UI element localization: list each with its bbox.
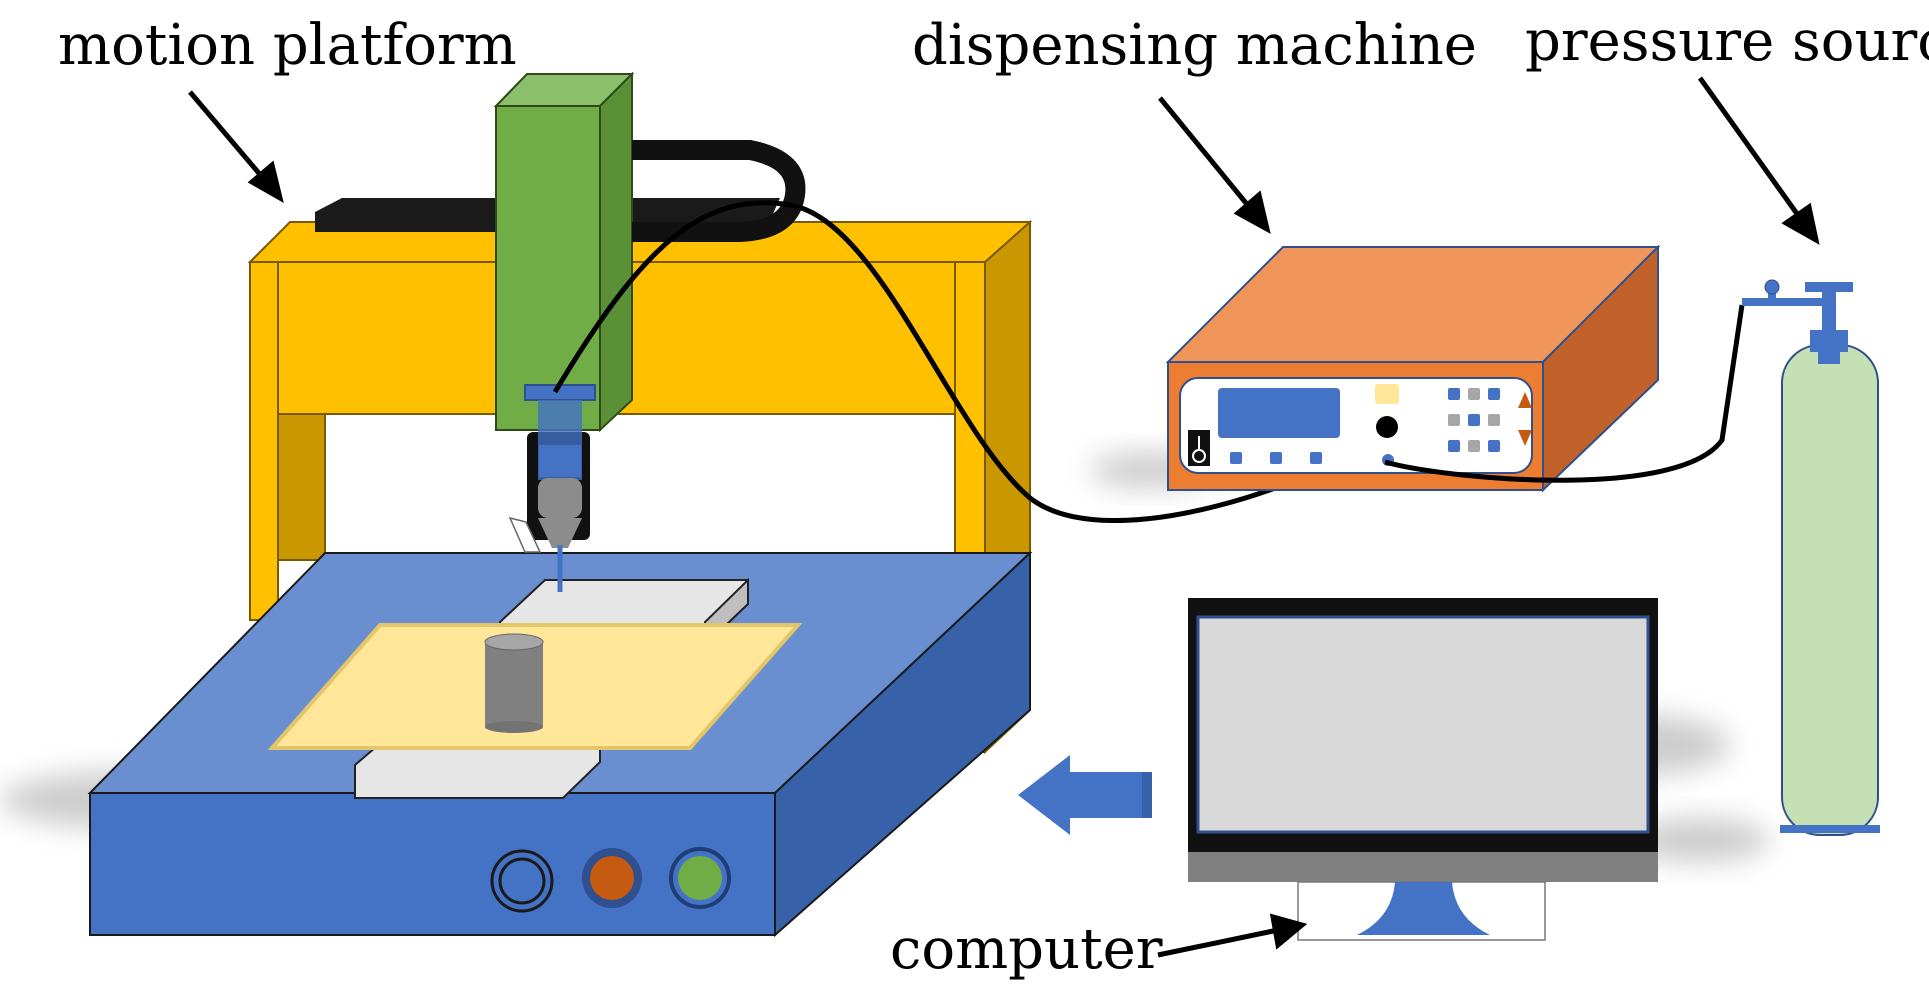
pointer-arrow-icon: [188, 76, 1820, 958]
gas-cylinder: [1742, 279, 1880, 836]
air-hose: [552, 200, 1394, 523]
printed-cylinder: [484, 633, 544, 733]
label-motion-platform: motion platform: [58, 13, 517, 78]
keypad: [1448, 388, 1500, 452]
label-computer: computer: [890, 917, 1163, 982]
syringe: [508, 384, 596, 592]
arrow-left-icon: [1018, 755, 1152, 835]
label-pressure-source: pressure source: [1525, 9, 1929, 74]
pressure-gauge-icon: [1188, 430, 1210, 466]
start-button: [669, 847, 731, 909]
computer-monitor: [1188, 598, 1658, 941]
pressure-hose: [1384, 304, 1745, 483]
dispensing-head: [493, 71, 635, 433]
stop-button: [582, 848, 642, 908]
power-button: [490, 849, 554, 913]
label-dispensing-machine: dispensing machine: [912, 13, 1477, 78]
dispenser-panel: [1188, 384, 1532, 466]
cable-loop: [632, 140, 806, 242]
base-buttons: [490, 847, 731, 913]
